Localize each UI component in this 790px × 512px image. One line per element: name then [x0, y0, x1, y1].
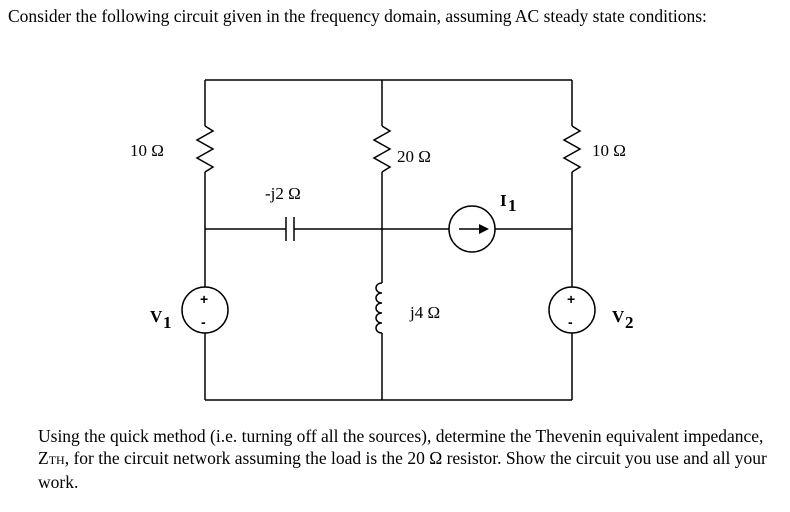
v2-plus: +: [567, 291, 575, 307]
current-arrow-head: [479, 224, 489, 234]
v1-label: V: [150, 307, 163, 326]
mid-resistor: [372, 125, 392, 173]
v2-minus: -: [568, 314, 573, 330]
followup-part2: , for the circuit network assuming the l…: [38, 448, 767, 492]
v1-plus: +: [200, 291, 208, 307]
current-source-sub: 1: [508, 196, 517, 215]
inductor: [375, 282, 383, 334]
right-resistor: [562, 125, 582, 173]
question-text: Consider the following circuit given in …: [8, 6, 707, 26]
v1-minus: -: [201, 314, 206, 330]
left-resistor: [195, 125, 215, 173]
followup-text: Using the quick method (i.e. turning off…: [38, 425, 783, 493]
followup-part1: Using the quick method (i.e. turning off…: [38, 426, 764, 468]
v2-label: V: [612, 307, 625, 326]
current-source-label: I: [500, 191, 507, 210]
inductor-label: j4 Ω: [409, 303, 440, 322]
r-right-label: 10 Ω: [592, 141, 626, 160]
cap-label: -j2 Ω: [265, 184, 301, 203]
r-left-label: 10 Ω: [130, 141, 164, 160]
v1-sub: 1: [163, 313, 172, 332]
v2-sub: 2: [625, 313, 634, 332]
r-mid-label: 20 Ω: [397, 147, 431, 166]
zth-subscript: TH: [48, 453, 65, 467]
